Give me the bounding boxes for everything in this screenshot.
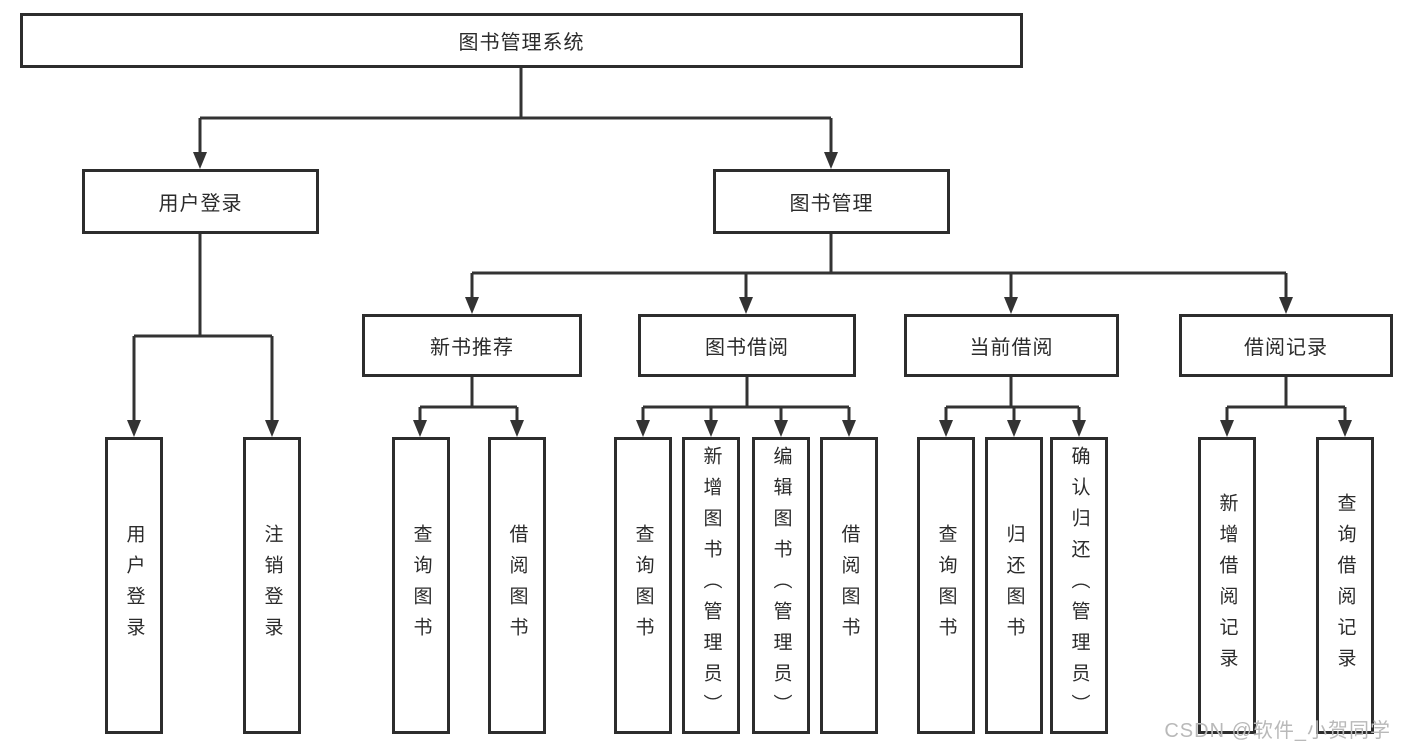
leaf-query-book-recommend-label: 查询图书 — [410, 523, 432, 648]
node-borrow-records-label: 借阅记录 — [1244, 337, 1328, 359]
node-book-management-label: 图书管理 — [789, 193, 874, 215]
leaf-borrow-book-recommend: 借阅图书 — [488, 437, 546, 734]
leaf-add-book-admin-label: 新增图书（管理员） — [700, 446, 722, 725]
leaf-add-borrow-record-label: 新增借阅记录 — [1216, 492, 1238, 679]
leaf-confirm-return-admin-label: 确认归还（管理员） — [1068, 446, 1090, 725]
node-user-login: 用户登录 — [82, 169, 319, 234]
node-book-management: 图书管理 — [713, 169, 950, 234]
node-book-borrow: 图书借阅 — [638, 314, 856, 377]
leaf-query-book-current-label: 查询图书 — [935, 523, 957, 648]
leaf-return-book-label: 归还图书 — [1003, 523, 1025, 648]
leaf-borrow-book: 借阅图书 — [820, 437, 878, 734]
leaf-add-book-admin: 新增图书（管理员） — [682, 437, 740, 734]
leaf-confirm-return-admin: 确认归还（管理员） — [1050, 437, 1108, 734]
leaf-logout-login-label: 注销登录 — [261, 523, 283, 648]
leaf-user-login: 用户登录 — [105, 437, 163, 734]
leaf-query-book-borrow: 查询图书 — [614, 437, 672, 734]
leaf-query-borrow-record-label: 查询借阅记录 — [1334, 492, 1356, 679]
node-new-book-recommend-label: 新书推荐 — [430, 337, 514, 359]
watermark: CSDN @软件_小贺同学 — [1164, 720, 1391, 742]
node-root: 图书管理系统 — [20, 13, 1023, 68]
node-current-borrow-label: 当前借阅 — [969, 337, 1054, 359]
leaf-logout-login: 注销登录 — [243, 437, 301, 734]
leaf-edit-book-admin: 编辑图书（管理员） — [752, 437, 810, 734]
arrowheads — [127, 152, 1352, 437]
leaf-add-borrow-record: 新增借阅记录 — [1198, 437, 1256, 734]
node-current-borrow: 当前借阅 — [904, 314, 1119, 377]
leaf-query-book-borrow-label: 查询图书 — [632, 523, 654, 648]
node-new-book-recommend: 新书推荐 — [362, 314, 582, 377]
leaf-query-borrow-record: 查询借阅记录 — [1316, 437, 1374, 734]
leaf-return-book: 归还图书 — [985, 437, 1043, 734]
leaf-borrow-book-recommend-label: 借阅图书 — [506, 523, 528, 648]
leaf-user-login-label: 用户登录 — [123, 523, 145, 648]
node-book-borrow-label: 图书借阅 — [705, 337, 789, 359]
node-root-label: 图书管理系统 — [458, 32, 585, 54]
leaf-edit-book-admin-label: 编辑图书（管理员） — [770, 446, 792, 725]
leaf-query-book-current: 查询图书 — [917, 437, 975, 734]
node-user-login-label: 用户登录 — [158, 193, 243, 215]
leaf-query-book-recommend: 查询图书 — [392, 437, 450, 734]
leaf-borrow-book-label: 借阅图书 — [838, 523, 860, 648]
node-borrow-records: 借阅记录 — [1179, 314, 1393, 377]
